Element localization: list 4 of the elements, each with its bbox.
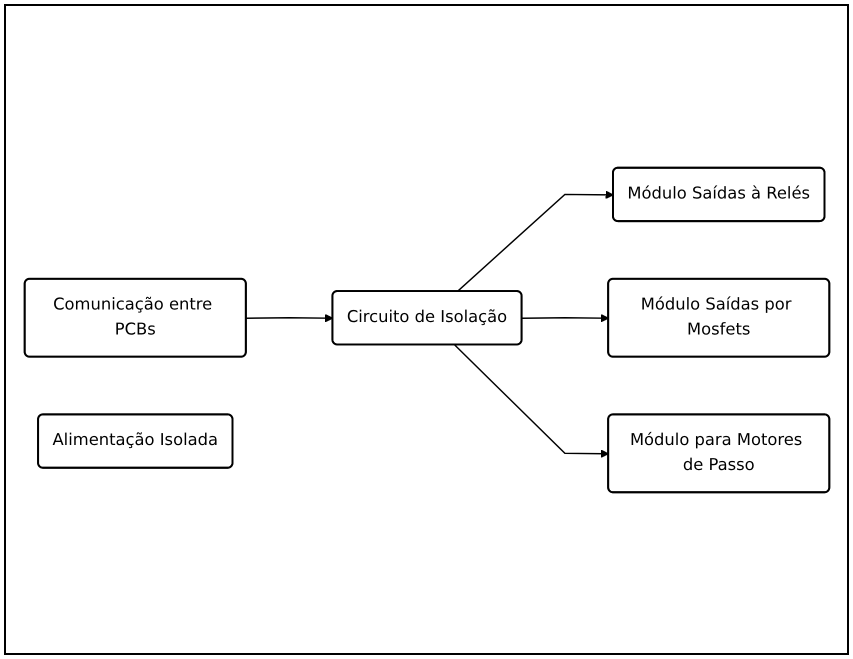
arrow xyxy=(454,344,608,458)
arrow xyxy=(456,190,614,292)
arrow xyxy=(246,313,333,322)
arrow xyxy=(522,313,608,322)
